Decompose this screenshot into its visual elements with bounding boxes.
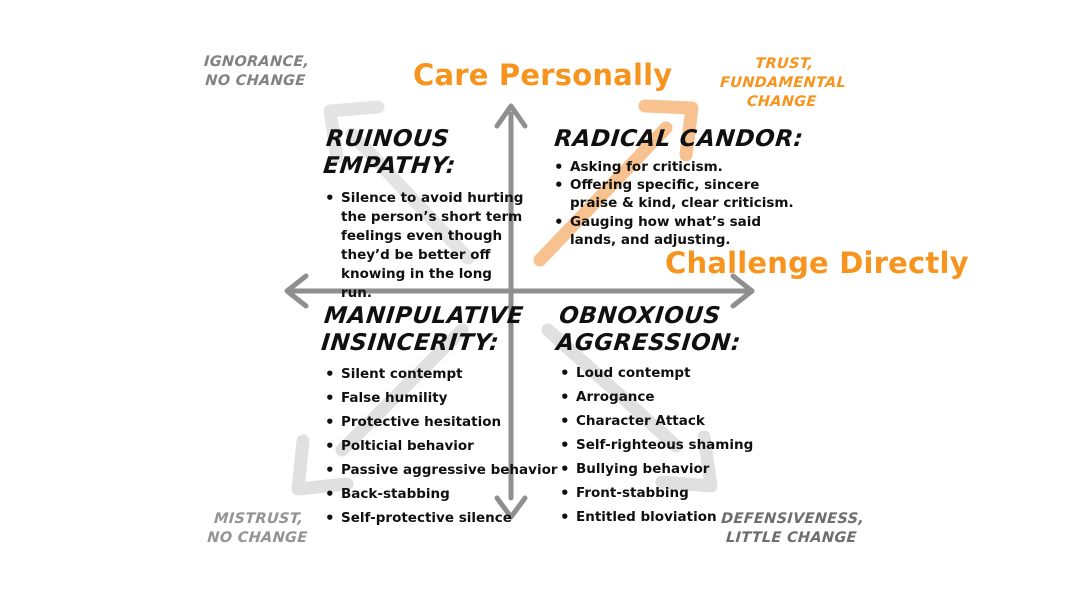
quadrant-obnoxious-aggression: OBNOXIOUS AGGRESSION: Loud contemptArrog…: [555, 303, 821, 532]
corner-label-bottom-left: MISTRUST, NO CHANGE: [206, 511, 309, 547]
quadrant-title: RADICAL CANDOR:: [553, 126, 805, 152]
quadrant-title: OBNOXIOUS AGGRESSION:: [555, 303, 743, 356]
bullet-item: Loud contempt: [559, 364, 821, 383]
bullet-item: Protective hesitation: [324, 413, 586, 432]
bullet-item: Back-stabbing: [324, 485, 586, 504]
bullet-item: Polticial behavior: [324, 437, 586, 456]
vertical-axis-label: Care Personally: [413, 58, 673, 92]
bullet-item: False humility: [324, 389, 586, 408]
quadrant-radical-candor: RADICAL CANDOR: Asking for criticism.Off…: [553, 126, 811, 251]
bullet-item: Offering specific, sincere praise & kind…: [553, 176, 811, 213]
bullet-item: Entitled bloviation: [559, 508, 821, 527]
corner-label-top-left: IGNORANCE, NO CHANGE: [203, 54, 310, 90]
horizontal-axis-label: Challenge Directly: [665, 246, 969, 280]
bullet-item: Bullying behavior: [559, 460, 821, 479]
bullet-item: Passive aggressive behavior: [324, 461, 586, 480]
quadrant-ruinous-empathy: RUINOUS EMPATHY: Silence to avoid hurtin…: [322, 126, 524, 305]
quadrant-bullets: Loud contemptArroganceCharacter AttackSe…: [559, 364, 821, 527]
bullet-item: Character Attack: [559, 412, 821, 431]
corner-label-top-right: TRUST, FUNDAMENTAL CHANGE: [719, 56, 847, 111]
quadrant-bullets: Asking for criticism.Offering specific, …: [553, 158, 811, 250]
bullet-item: Silence to avoid hurting the person’s sh…: [324, 188, 524, 302]
bullet-item: Asking for criticism.: [553, 158, 811, 178]
bullet-item: Self-righteous shaming: [559, 436, 821, 455]
quadrant-bullets: Silence to avoid hurting the person’s sh…: [324, 188, 524, 302]
quadrant-title: RUINOUS EMPATHY:: [322, 126, 458, 179]
quadrant-manipulative-insincerity: MANIPULATIVE INSINCERITY: Silent contemp…: [320, 303, 586, 533]
bullet-item: Front-stabbing: [559, 484, 821, 503]
bullet-item: Silent contempt: [324, 365, 586, 384]
quadrant-bullets: Silent contemptFalse humilityProtective …: [324, 365, 586, 528]
quadrant-title: MANIPULATIVE INSINCERITY:: [320, 303, 525, 356]
bullet-item: Gauging how what’s said lands, and adjus…: [553, 213, 811, 250]
bullet-item: Arrogance: [559, 388, 821, 407]
bullet-item: Self-protective silence: [324, 509, 586, 528]
